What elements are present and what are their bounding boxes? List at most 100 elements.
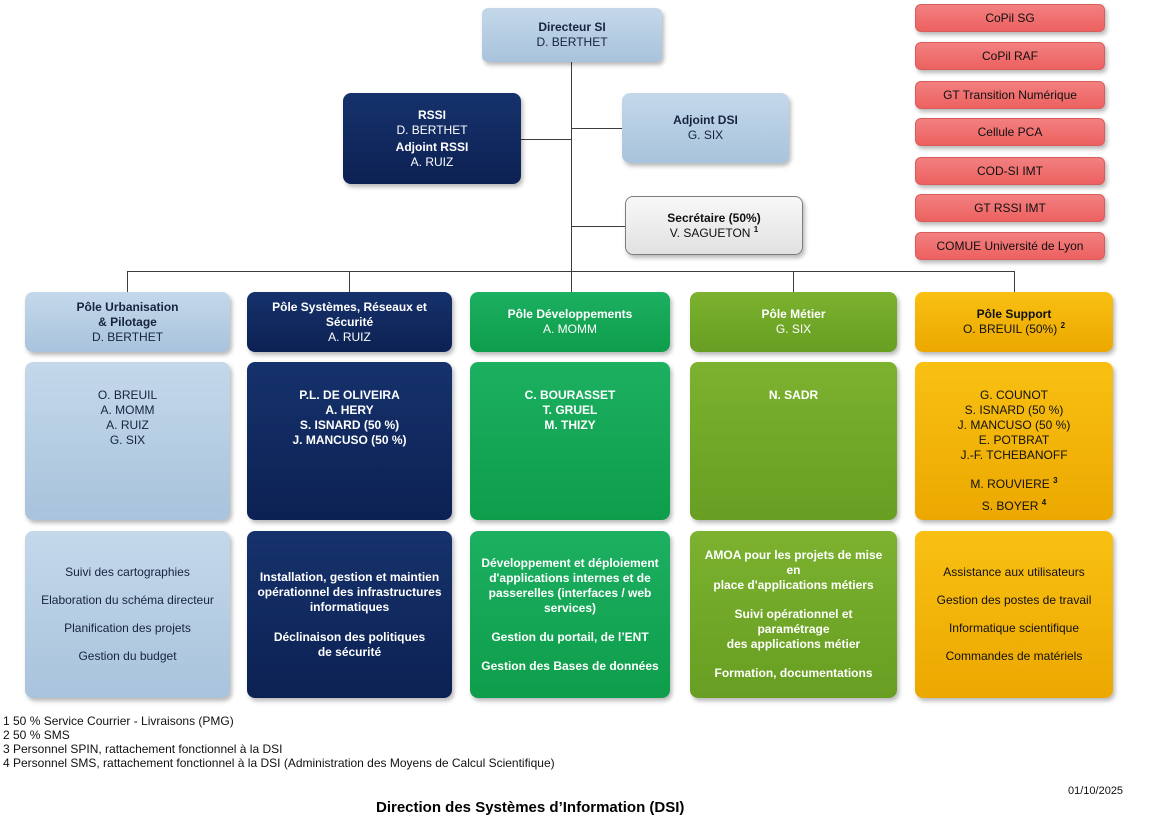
mission: Elaboration du schéma directeur: [41, 593, 214, 607]
trunk-line: [571, 62, 572, 271]
member-footnote-ref: 3: [1053, 476, 1058, 485]
pole-developpements-members: C. BOURASSET T. GRUEL M. THIZY: [470, 362, 670, 520]
footnotes: 1 50 % Service Courrier - Livraisons (PM…: [3, 714, 555, 770]
mission: Gestion du budget: [78, 649, 177, 663]
member: A. HERY: [325, 403, 374, 417]
pole-urbanisation-members: O. BREUIL A. MOMM A. RUIZ G. SIX: [25, 362, 230, 520]
stub-line-pole-4: [793, 271, 794, 292]
member: P.L. DE OLIVEIRA: [299, 388, 400, 402]
pole-title: Pôle Support: [976, 307, 1052, 321]
committee-cellule-pca: Cellule PCA: [915, 118, 1105, 146]
pole-head-footnote-ref: 2: [1060, 321, 1066, 330]
directeur-name: D. BERTHET: [536, 35, 608, 49]
member: S. BOYER 4: [981, 498, 1047, 514]
mission: Commandes de matériels: [945, 649, 1083, 663]
pole-head: O. BREUIL (50%) 2: [962, 321, 1066, 337]
member: J. MANCUSO (50 %): [957, 418, 1071, 432]
directeur-role: Directeur SI: [538, 20, 606, 34]
member: G. COUNOT: [980, 388, 1048, 402]
pole-developpements-header: Pôle Développements A. MOMM: [470, 292, 670, 352]
member: G. SIX: [109, 433, 146, 447]
mission: Formation, documentations: [714, 666, 873, 680]
mission: Gestion des Bases de données: [481, 658, 659, 673]
mission: Suivi opérationnel et paramétrage des ap…: [726, 607, 861, 651]
member: S. ISNARD (50 %): [964, 403, 1064, 417]
adjoint-dsi-box: Adjoint DSI G. SIX: [622, 93, 789, 163]
stub-line-pole-1: [127, 271, 128, 292]
adjoint-connector-line: [571, 128, 622, 129]
rssi-connector-line: [521, 139, 571, 140]
rssi-role: RSSI: [417, 107, 446, 122]
member: J. MANCUSO (50 %): [292, 433, 407, 447]
pole-developpements-missions: Développement et déploiement d'applicati…: [470, 531, 670, 698]
committee-gt-transition-numerique: GT Transition Numérique: [915, 81, 1105, 109]
secretaire-footnote-ref: 1: [753, 224, 759, 234]
committee-cod-si-imt: COD-SI IMT: [915, 157, 1105, 185]
document-date: 01/10/2025: [1068, 785, 1124, 797]
pole-systemes-members: P.L. DE OLIVEIRA A. HERY S. ISNARD (50 %…: [247, 362, 452, 520]
pole-urbanisation-missions: Suivi des cartographies Elaboration du s…: [25, 531, 230, 698]
pole-title: Pôle Urbanisation & Pilotage: [76, 299, 179, 329]
adjoint-rssi-name: A. RUIZ: [410, 154, 454, 169]
committee-copil-raf: CoPil RAF: [915, 42, 1105, 70]
footnote-1: 1 50 % Service Courrier - Livraisons (PM…: [3, 714, 234, 728]
rssi-box: RSSI D. BERTHET Adjoint RSSI A. RUIZ: [343, 93, 521, 184]
member: O. BREUIL: [97, 388, 158, 402]
member: T. GRUEL: [542, 403, 598, 417]
pole-title: Pôle Métier: [761, 307, 826, 321]
member: S. ISNARD (50 %): [299, 418, 400, 432]
pole-support-header: Pôle Support O. BREUIL (50%) 2: [915, 292, 1113, 352]
document-title: Direction des Systèmes d’Information (DS…: [376, 799, 685, 816]
secretaire-name: V. SAGUETON 1: [669, 224, 759, 240]
directeur-si-box: Directeur SI D. BERTHET: [482, 8, 662, 62]
member-footnote-ref: 4: [1041, 498, 1047, 507]
committee-copil-sg: CoPil SG: [915, 4, 1105, 32]
pole-title: Pôle Systèmes, Réseaux et Sécurité: [272, 299, 427, 329]
member: A. MOMM: [100, 403, 155, 417]
mission: Déclinaison des politiques de sécurité: [273, 629, 426, 659]
pole-systemes-header: Pôle Systèmes, Réseaux et Sécurité A. RU…: [247, 292, 452, 352]
member: M. ROUVIERE 3: [970, 476, 1058, 492]
mission: Suivi des cartographies: [65, 565, 190, 579]
footnote-3: 3 Personnel SPIN, rattachement fonctionn…: [3, 742, 283, 756]
committee-comue-universite-de-lyon: COMUE Université de Lyon: [915, 232, 1105, 260]
pole-head: G. SIX: [775, 322, 812, 336]
secretaire-role: Secrétaire (50%): [667, 210, 761, 225]
member: C. BOURASSET: [524, 388, 616, 402]
mission: Planification des projets: [64, 621, 191, 635]
pole-metier-header: Pôle Métier G. SIX: [690, 292, 897, 352]
pole-support-missions: Assistance aux utilisateurs Gestion des …: [915, 531, 1113, 698]
mission: Développement et déploiement d'applicati…: [481, 555, 659, 615]
committee-gt-rssi-imt: GT RSSI IMT: [915, 194, 1105, 222]
pole-head: D. BERTHET: [91, 329, 164, 344]
member: M. THIZY: [544, 418, 596, 432]
stub-line-pole-2: [349, 271, 350, 292]
mission: Assistance aux utilisateurs: [943, 565, 1085, 579]
mission: Informatique scientifique: [948, 621, 1080, 635]
secretaire-connector-line: [571, 226, 625, 227]
rssi-name: D. BERTHET: [396, 122, 468, 137]
stub-line-pole-3: [571, 271, 572, 292]
footnote-2: 2 50 % SMS: [3, 728, 70, 742]
secretaire-box: Secrétaire (50%) V. SAGUETON 1: [625, 196, 803, 255]
member: J.-F. TCHEBANOFF: [960, 448, 1068, 462]
pole-head: A. RUIZ: [328, 329, 371, 344]
mission: AMOA pour les projets de mise en place d…: [704, 548, 883, 592]
member: E. POTBRAT: [978, 433, 1050, 447]
footnote-4: 4 Personnel SMS, rattachement fonctionne…: [3, 756, 555, 770]
pole-urbanisation-header: Pôle Urbanisation & Pilotage D. BERTHET: [25, 292, 230, 352]
adjoint-dsi-role: Adjoint DSI: [673, 113, 738, 127]
pole-systemes-missions: Installation, gestion et maintien opérat…: [247, 531, 452, 698]
mission: Gestion des postes de travail: [936, 593, 1092, 607]
member: N. SADR: [768, 388, 819, 402]
pole-head: A. MOMM: [543, 322, 597, 336]
pole-title: Pôle Développements: [507, 307, 633, 321]
pole-support-members: G. COUNOT S. ISNARD (50 %) J. MANCUSO (5…: [915, 362, 1113, 520]
adjoint-dsi-name: G. SIX: [687, 128, 724, 142]
mission: Installation, gestion et maintien opérat…: [257, 569, 442, 614]
stub-line-pole-5: [1014, 271, 1015, 292]
pole-metier-missions: AMOA pour les projets de mise en place d…: [690, 531, 897, 698]
member: A. RUIZ: [106, 418, 149, 432]
adjoint-rssi-role: Adjoint RSSI: [395, 139, 469, 154]
